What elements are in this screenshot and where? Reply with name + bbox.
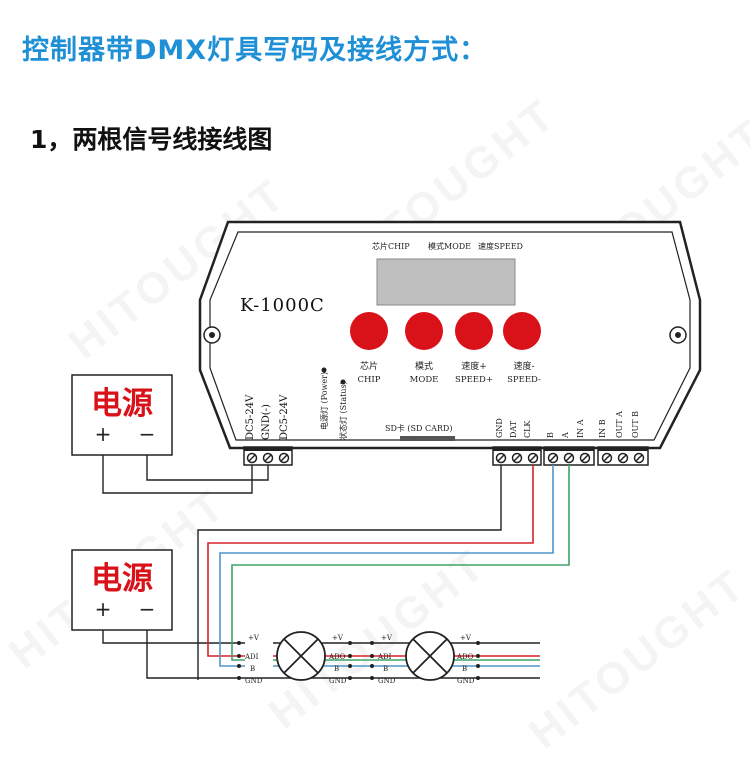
controller-body	[198, 220, 702, 450]
lamp1-in-gnd: GND	[245, 677, 263, 685]
power-supply-2-minus: −	[139, 597, 156, 621]
sd-card-label: SD卡 (SD CARD)	[385, 423, 452, 433]
lamp-2	[405, 631, 455, 681]
power-terminal-label-3: DC5-24V	[279, 394, 290, 440]
lamp1-in-adi: ADI	[244, 653, 259, 661]
speed-minus-button[interactable]	[503, 312, 541, 350]
wire-power1-plus	[102, 455, 253, 494]
lamp-1	[245, 631, 326, 681]
signal-label-dat: DAT	[509, 420, 518, 438]
status-indicator-icon	[340, 379, 346, 385]
wire-dat-red	[207, 465, 540, 657]
lamp1-in-b: B	[250, 665, 255, 673]
dmx-label-out-b: OUT B	[631, 411, 640, 438]
page-title: 控制器带DMX灯具写码及接线方式：	[22, 35, 488, 66]
mode-button[interactable]	[405, 312, 443, 350]
speed-minus-label-en: SPEED-	[507, 375, 541, 385]
wire-power1-minus	[146, 455, 269, 481]
lamp2-in-gnd: GND	[378, 677, 396, 685]
power-supply-2-plus: +	[95, 597, 112, 621]
lamp2-in-b: B	[383, 665, 388, 673]
buttons-group	[350, 312, 541, 350]
lamp1-out-gnd: GND	[329, 677, 347, 685]
dmx-terminal-block-a[interactable]	[543, 446, 595, 466]
lamp2-in-v: +V	[381, 634, 393, 642]
power-supply-2-label: 电源	[91, 561, 153, 597]
speed-minus-label-cn: 速度-	[513, 360, 534, 372]
lamp2-out-gnd: GND	[457, 677, 475, 685]
lamp2-out-b: B	[462, 665, 467, 673]
power-terminal-label-2: GND(-)	[261, 404, 272, 440]
chip-button[interactable]	[350, 312, 388, 350]
dmx-label-b: B	[546, 432, 555, 438]
label-chip-top: 芯片CHIP	[372, 241, 410, 251]
power-indicator-label: 电源灯 (Power)	[319, 372, 329, 430]
power-indicator-icon	[321, 367, 327, 373]
power-terminal-block[interactable]	[243, 446, 293, 466]
wire-gnd	[197, 465, 502, 680]
dmx-terminal-block-b[interactable]	[597, 446, 649, 466]
lamp1-out-b: B	[334, 665, 339, 673]
status-indicator-label: 状态灯 (Status)	[338, 381, 348, 440]
lamp2-out-v: +V	[460, 634, 472, 642]
dmx-label-in-a: IN A	[576, 419, 585, 438]
sd-card-slot[interactable]	[400, 436, 455, 441]
lamp1-out-ado: ADO	[328, 653, 346, 661]
power-supply-1-minus: −	[139, 422, 156, 446]
chip-button-label-cn: 芯片	[360, 360, 378, 372]
power-supply-2	[71, 549, 173, 631]
mode-button-label-en: MODE	[410, 375, 439, 385]
wire-power2-plus	[102, 630, 540, 644]
speed-plus-label-en: SPEED+	[455, 375, 493, 385]
lamp1-out-v: +V	[332, 634, 344, 642]
junction-dots	[237, 641, 480, 680]
dmx-label-in-b: IN B	[598, 419, 607, 438]
signal-label-clk: CLK	[523, 420, 532, 438]
signal-terminal-block[interactable]	[492, 446, 542, 466]
wire-dmx-a-green	[231, 465, 570, 661]
mode-button-label-cn: 模式	[415, 360, 433, 372]
lamp1-in-v: +V	[248, 634, 260, 642]
section-heading: 1，两根信号线接线图	[30, 125, 273, 154]
dmx-label-out-a: OUT A	[615, 411, 624, 438]
label-speed-top: 速度SPEED	[478, 241, 523, 251]
power-terminal-label-1: DC5-24V	[245, 394, 256, 440]
power-supply-1	[71, 374, 173, 456]
power-supply-1-label: 电源	[91, 386, 153, 422]
wire-power2-minus	[146, 630, 540, 679]
lcd-display	[376, 258, 516, 306]
power-supply-1-plus: +	[95, 422, 112, 446]
lamp2-in-adi: ADI	[377, 653, 392, 661]
signal-label-gnd: GND	[495, 418, 504, 438]
speed-plus-button[interactable]	[455, 312, 493, 350]
model-name: K-1000C	[240, 295, 325, 316]
wire-dmx-b-blue	[219, 465, 554, 667]
label-mode-top: 模式MODE	[428, 241, 471, 251]
lamp2-out-ado: ADO	[456, 653, 474, 661]
chip-button-label-en: CHIP	[358, 375, 381, 385]
dmx-label-a: A	[561, 432, 570, 439]
speed-plus-label-cn: 速度+	[461, 360, 487, 372]
